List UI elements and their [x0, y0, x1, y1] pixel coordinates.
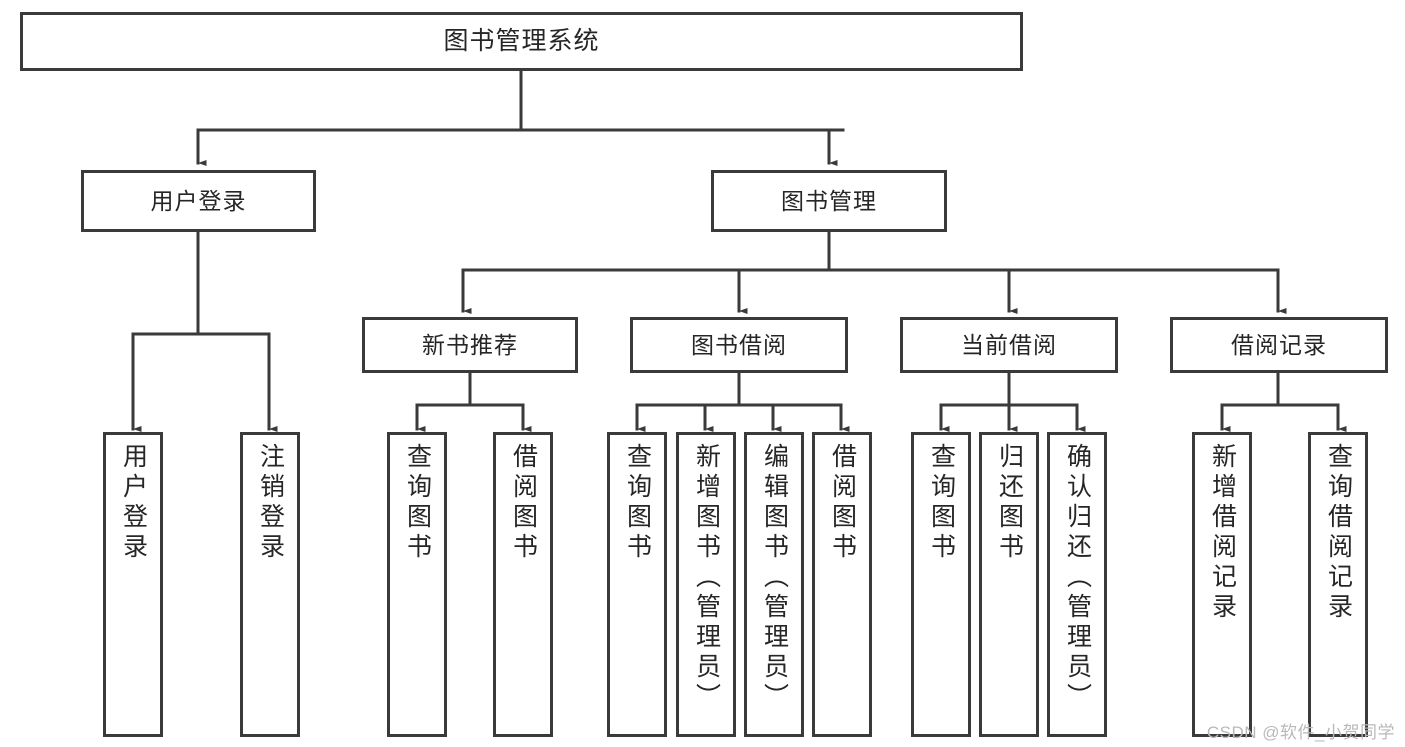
node-label: 借阅图书 — [828, 443, 857, 563]
node-label: 借阅记录 — [1231, 331, 1327, 358]
node-label: 查询图书 — [927, 443, 956, 563]
node-label: 新增借阅记录 — [1208, 443, 1237, 623]
leaf-edit-book-admin[interactable]: 编辑图书（管理员） — [744, 432, 804, 737]
leaf-add-book-admin[interactable]: 新增图书（管理员） — [676, 432, 736, 737]
node-root-system[interactable]: 图书管理系统 — [20, 12, 1023, 71]
leaf-query-book-current[interactable]: 查询图书 — [911, 432, 971, 737]
node-label: 用户登录 — [150, 187, 247, 214]
node-user-login[interactable]: 用户登录 — [81, 170, 316, 232]
node-label: 借阅图书 — [509, 443, 538, 563]
node-label: 新书推荐 — [422, 331, 518, 358]
node-label: 图书管理 — [781, 187, 877, 214]
node-label: 注销登录 — [256, 443, 285, 563]
leaf-confirm-return-admin[interactable]: 确认归还（管理员） — [1047, 432, 1107, 737]
node-label: 确认归还（管理员） — [1063, 443, 1092, 713]
leaf-query-borrow-record[interactable]: 查询借阅记录 — [1308, 432, 1368, 737]
node-borrow-record[interactable]: 借阅记录 — [1170, 317, 1388, 373]
leaf-return-book[interactable]: 归还图书 — [979, 432, 1039, 737]
node-label: 查询图书 — [623, 443, 652, 563]
node-label: 查询图书 — [403, 443, 432, 563]
node-label: 查询借阅记录 — [1324, 443, 1353, 623]
node-label: 当前借阅 — [961, 331, 1057, 358]
node-current-borrow[interactable]: 当前借阅 — [900, 317, 1118, 373]
leaf-borrow-book[interactable]: 借阅图书 — [812, 432, 872, 737]
leaf-user-login[interactable]: 用户登录 — [103, 432, 163, 737]
leaf-borrow-book-recommend[interactable]: 借阅图书 — [493, 432, 553, 737]
node-label: 新增图书（管理员） — [692, 443, 721, 713]
node-label: 编辑图书（管理员） — [760, 443, 789, 713]
node-book-management[interactable]: 图书管理 — [711, 170, 947, 232]
node-label: 归还图书 — [995, 443, 1024, 563]
node-label: 用户登录 — [119, 443, 148, 563]
leaf-query-book-borrow[interactable]: 查询图书 — [607, 432, 667, 737]
node-label: 图书管理系统 — [443, 27, 600, 56]
leaf-add-borrow-record[interactable]: 新增借阅记录 — [1192, 432, 1252, 737]
node-new-book-recommend[interactable]: 新书推荐 — [362, 317, 578, 373]
leaf-logout[interactable]: 注销登录 — [240, 432, 300, 737]
node-book-borrow[interactable]: 图书借阅 — [630, 317, 848, 373]
leaf-query-book-recommend[interactable]: 查询图书 — [387, 432, 447, 737]
node-label: 图书借阅 — [691, 331, 787, 358]
